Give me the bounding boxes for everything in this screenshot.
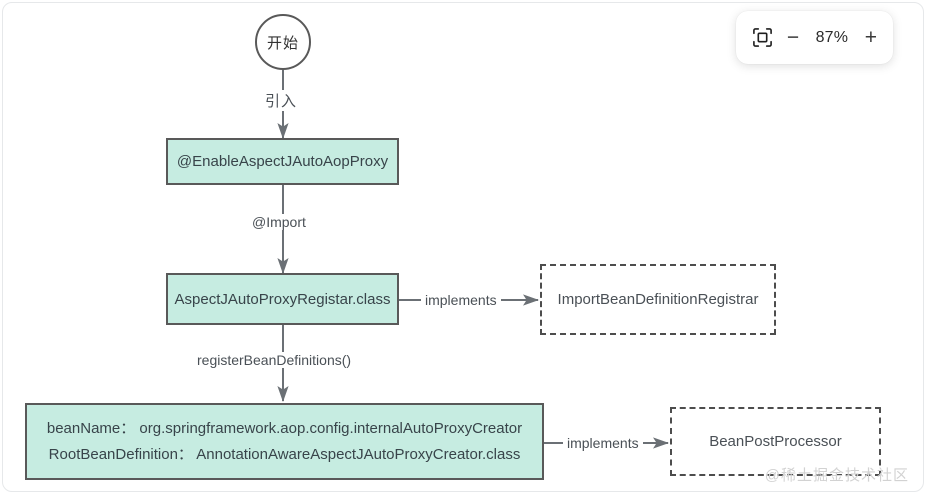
node-start-label: 开始 [266, 34, 299, 52]
zoom-out-button[interactable]: − [786, 26, 800, 49]
root-bean-definition-line: RootBeanDefinition： AnnotationAwareAspec… [48, 445, 521, 463]
node-start[interactable]: 开始 [255, 14, 311, 70]
node-enable-aspectj-autoaop-proxy[interactable]: @EnableAspectJAutoAopProxy [166, 138, 399, 185]
node-enable-label: @EnableAspectJAutoAopProxy [176, 153, 389, 170]
node-bean-post-processor[interactable]: BeanPostProcessor [670, 407, 881, 476]
zoom-in-button[interactable]: + [864, 26, 877, 49]
node-bpp-label: BeanPostProcessor [709, 433, 842, 450]
bean-name-line: beanName： org.springframework.aop.config… [46, 419, 523, 437]
edge-label-import: @Import [248, 214, 310, 230]
zoom-toolbar[interactable]: − 87% + [736, 11, 893, 64]
edge-label-implements-registrar: implements [421, 292, 501, 308]
watermark: @稀土掘金技术社区 [764, 467, 909, 484]
zoom-level-value: 87% [815, 28, 849, 46]
edge-label-register-bean-definitions: registerBeanDefinitions() [193, 352, 356, 368]
node-bean-definition-details[interactable]: beanName： org.springframework.aop.config… [25, 403, 544, 480]
node-registrar-iface-label: ImportBeanDefinitionRegistrar [557, 291, 759, 308]
edge-label-implements-bpp: implements [563, 435, 643, 451]
node-aspectj-autoproxy-registar[interactable]: AspectJAutoProxyRegistar.class [166, 273, 399, 325]
node-import-bean-definition-registrar[interactable]: ImportBeanDefinitionRegistrar [540, 264, 776, 335]
fit-to-screen-icon[interactable] [752, 27, 773, 48]
edge-label-introduce: 引入 [261, 90, 302, 111]
node-registar-label: AspectJAutoProxyRegistar.class [174, 290, 391, 308]
